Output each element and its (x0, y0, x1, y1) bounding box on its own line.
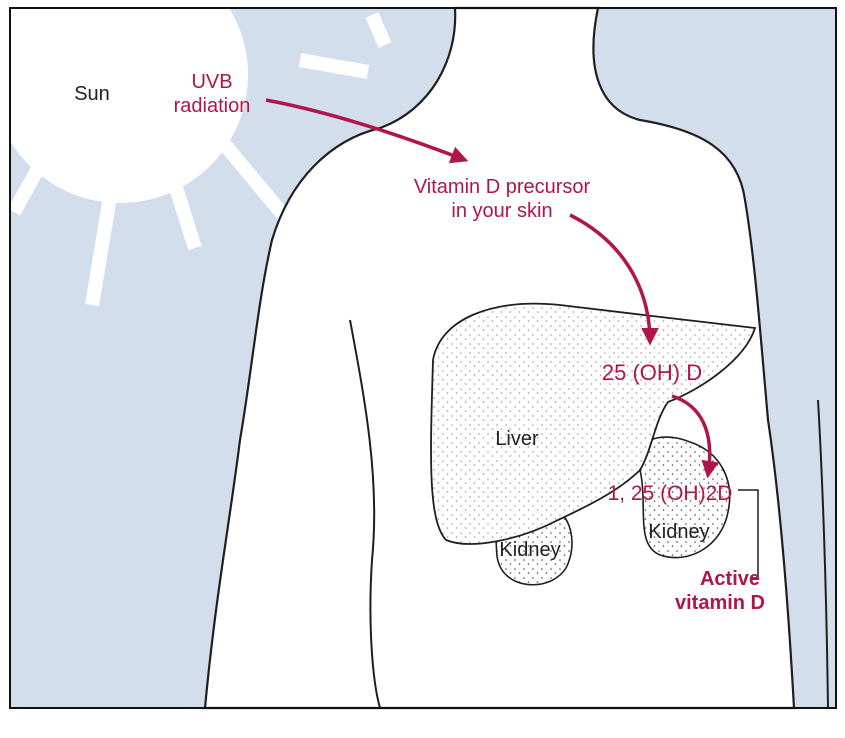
label-sun: Sun (74, 83, 110, 105)
label-uvb-line2: radiation (174, 95, 251, 117)
label-kidney-left: Kidney (499, 539, 560, 561)
label-125oh-d: 1, 25 (OH)2D (608, 482, 733, 505)
label-liver: Liver (495, 428, 539, 450)
label-active-line2: vitamin D (675, 592, 765, 614)
label-precursor-line1: Vitamin D precursor (414, 176, 591, 198)
label-kidney-right: Kidney (648, 521, 709, 543)
label-active-line1: Active (700, 568, 760, 590)
label-uvb-line1: UVB (191, 71, 232, 93)
label-25oh-d: 25 (OH) D (602, 360, 702, 385)
label-precursor-line2: in your skin (451, 200, 552, 222)
